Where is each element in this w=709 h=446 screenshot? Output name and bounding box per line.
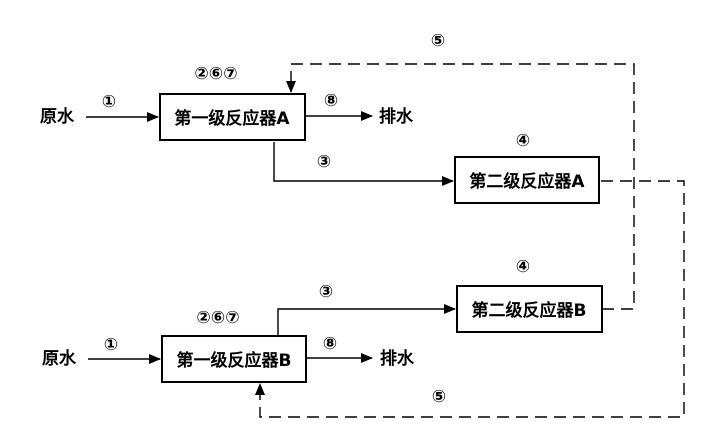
discharge-marker-b: ⑧ (323, 334, 337, 354)
first-reactor-a: 第一级反应器A (159, 93, 306, 141)
transfer-marker-a: ③ (317, 152, 331, 172)
transfer-arrow-a (273, 142, 454, 186)
second-ops-marker-b: ④ (516, 257, 530, 277)
second-reactor-b: 第二级反应器B (456, 285, 603, 333)
recycle-marker-bottom: ⑤ (432, 387, 446, 407)
recycle-line-b-to-a (286, 63, 635, 310)
first-ops-marker-a: ②⑥⑦ (194, 64, 237, 84)
transfer-marker-b: ③ (319, 282, 333, 302)
recycle-marker-top: ⑤ (431, 31, 445, 51)
discharge-marker-a: ⑧ (324, 91, 338, 111)
first-ops-marker-b: ②⑥⑦ (196, 308, 239, 328)
raw-water-label-b: 原水 (42, 348, 77, 369)
first-reactor-b: 第一级反应器B (161, 335, 307, 383)
second-ops-marker-a: ④ (516, 131, 530, 151)
second-reactor-a-label: 第二级反应器A (469, 171, 585, 192)
second-reactor-b-label: 第二级反应器B (472, 300, 587, 321)
raw-water-label-a: 原水 (40, 106, 75, 127)
transfer-arrow-b (277, 304, 456, 336)
first-reactor-b-label: 第一级反应器B (177, 350, 292, 371)
inflow-marker-a: ① (102, 92, 116, 112)
second-reactor-a: 第二级反应器A (454, 156, 600, 204)
drain-label-a: 排水 (379, 106, 414, 127)
drain-label-b: 排水 (380, 348, 415, 369)
first-reactor-a-label: 第一级反应器A (174, 108, 290, 129)
inflow-marker-b: ① (104, 335, 118, 355)
